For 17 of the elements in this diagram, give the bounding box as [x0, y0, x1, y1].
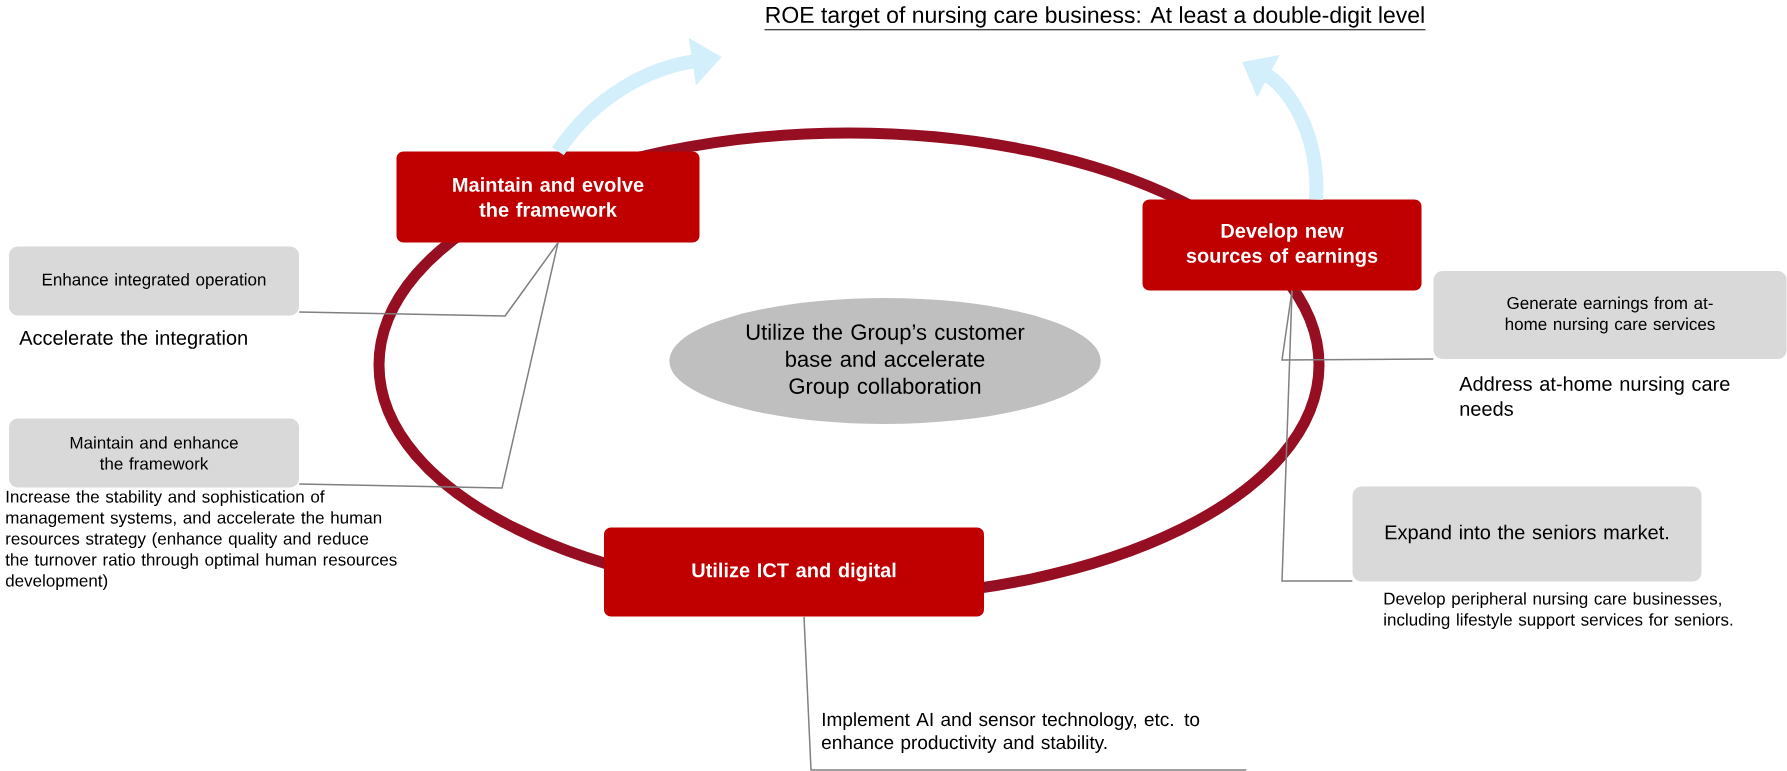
leader-line: [1281, 289, 1354, 582]
subtopic-box: Maintain and enhance the framework: [9, 418, 299, 488]
subtopic-box: Enhance integrated operation: [9, 246, 299, 316]
process-box: Develop new sources of earnings: [1142, 199, 1422, 291]
subtopic-box: Expand into the seniors market.: [1352, 486, 1702, 582]
caption-text: Address at-home nursing care needs: [1459, 376, 1730, 416]
process-box: Maintain and evolve the framework: [396, 151, 700, 243]
caption-text: Accelerate the integration: [19, 330, 247, 349]
caption-text: Increase the stability and sophistication of management systems, and accelerate the human resources strategy (enhance quality and reduce the turnover ratio through optimal human resources development): [5, 490, 397, 591]
leader-line: [298, 241, 559, 489]
leader-line: [803, 615, 1248, 771]
leader-line: [298, 241, 559, 317]
note-text: Implement AI and sensor technology, etc. to enhance productivity and stability.: [822, 712, 1200, 753]
subtopic-box: Generate earnings from at-home nursing care services: [1433, 271, 1787, 359]
title: ROE target of nursing care business: At least a double-digit level: [766, 6, 1424, 28]
process-box: Utilize ICT and digital: [604, 527, 984, 617]
caption-text: Develop peripheral nursing care businesses, including lifestyle support services for seniors.: [1384, 592, 1733, 630]
